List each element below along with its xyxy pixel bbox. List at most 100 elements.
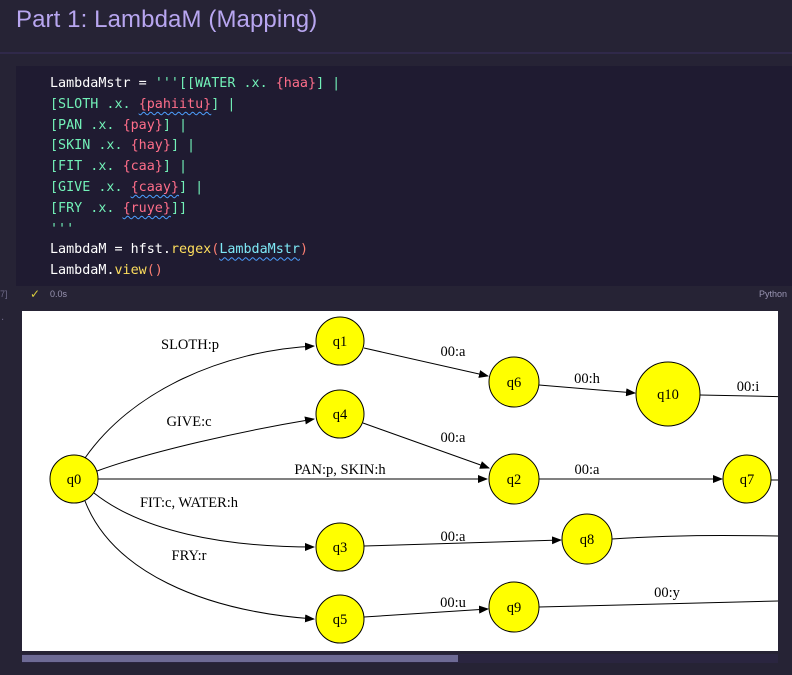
state-circle (561, 513, 613, 565)
code-cell[interactable]: LambdaMstr = '''[[WATER .x. {haa}] |[SLO… (16, 66, 792, 286)
transition-q4-q2 (362, 422, 490, 469)
code-token: = (106, 242, 131, 258)
section-heading: Part 1: LambdaM (Mapping) (16, 6, 318, 33)
state-q8: q8 (561, 513, 613, 565)
state-circle (315, 316, 365, 366)
transition-q0-q5 (84, 500, 315, 623)
code-line: ''' (50, 220, 340, 241)
transition-label: FRY:r (172, 548, 207, 564)
state-q6: q6 (488, 356, 540, 408)
state-q4: q4 (315, 389, 365, 439)
code-token: ] | (316, 76, 341, 91)
state-q5: q5 (315, 594, 365, 644)
code-line: [SKIN .x. {hay}] | (50, 136, 340, 157)
code-token: {haa} (275, 76, 317, 91)
code-line: LambdaM = hfst.regex(LambdaMstr) (50, 240, 340, 261)
state-circle (635, 361, 701, 427)
state-circle (315, 594, 365, 644)
output-marker: . (1, 312, 5, 323)
code-line: [GIVE .x. {caay}] | (50, 178, 340, 199)
state-circle (488, 581, 540, 633)
code-token: . (106, 263, 115, 279)
transition-label: 00:a (441, 529, 467, 545)
transition-q9-offscreen (538, 600, 778, 608)
transition-q6-q10 (538, 384, 636, 397)
state-label: q3 (333, 540, 348, 556)
code-token: {pahiitu} (138, 96, 212, 112)
state-label: q8 (580, 532, 595, 548)
code-token: () (146, 263, 163, 279)
cell-status-bar: 7] ✓ 0.0s Python (0, 286, 792, 304)
state-label: q0 (67, 472, 82, 488)
state-q10: q10 (635, 361, 701, 427)
code-token: ''' (50, 221, 75, 237)
code-line: [FIT .x. {caa}] | (50, 157, 340, 178)
code-token: ( (211, 242, 220, 258)
transition-label: FIT:c, WATER:h (140, 495, 239, 511)
state-q2: q2 (488, 453, 540, 505)
code-token: ] | (170, 138, 196, 154)
code-token: [GIVE .x. (50, 179, 131, 195)
success-check-icon: ✓ (30, 287, 41, 301)
code-token: ) (299, 242, 308, 258)
transition-q5-q9 (363, 605, 489, 618)
state-circle (49, 454, 99, 504)
kernel-language-label[interactable]: Python (758, 289, 787, 299)
code-token: '''[[WATER .x. (154, 76, 276, 91)
state-label: q7 (740, 472, 755, 488)
code-token: {caa} (122, 159, 163, 175)
horizontal-scrollbar-thumb[interactable] (22, 655, 458, 662)
code-line: [SLOTH .x. {pahiitu}] | (50, 95, 340, 116)
state-q1: q1 (315, 316, 365, 366)
code-token: ] | (179, 179, 204, 195)
state-circle (315, 522, 365, 572)
code-token: {hay} (130, 138, 171, 154)
state-q0: q0 (49, 454, 99, 504)
code-token: ]] (170, 200, 188, 216)
code-line: [PAN .x. {pay}] | (50, 116, 340, 137)
transition-label: 00:u (440, 595, 466, 611)
code-token: hfst (130, 242, 163, 258)
code-token: LambdaM (50, 242, 107, 258)
transition-label: 00:a (441, 430, 467, 446)
transition-q8-offscreen (611, 534, 778, 540)
code-token: ] | (211, 96, 236, 112)
horizontal-scrollbar[interactable] (22, 654, 778, 663)
transition-q1-q6 (363, 347, 489, 378)
transition-label: SLOTH:p (161, 337, 219, 353)
state-label: q5 (333, 612, 348, 628)
code-token: {ruye} (122, 200, 171, 216)
transition-q0-q1 (84, 342, 315, 459)
transition-label: 00:i (737, 379, 760, 395)
code-editor[interactable]: LambdaMstr = '''[[WATER .x. {haa}] |[SLO… (50, 74, 340, 282)
state-label: q10 (657, 387, 679, 403)
code-token: [PAN .x. (50, 117, 123, 133)
code-token: LambdaM (50, 263, 107, 279)
code-line: [FRY .x. {ruye}]] (50, 199, 340, 220)
state-circle (488, 356, 540, 408)
transition-q3-q8 (363, 536, 562, 547)
transition-label: 00:a (575, 462, 601, 478)
code-token: regex (170, 242, 212, 258)
state-label: q1 (333, 334, 348, 350)
state-label: q9 (507, 600, 522, 616)
transition-label: 00:y (654, 585, 681, 601)
transition-label: GIVE:c (166, 414, 211, 430)
transition-q0-q4 (96, 416, 315, 472)
state-q9: q9 (488, 581, 540, 633)
state-circle (315, 389, 365, 439)
code-token: [FIT .x. (50, 159, 123, 175)
execution-count: 7] (0, 289, 8, 299)
code-token: [FRY .x. (50, 200, 123, 216)
code-token: {caay} (130, 179, 179, 195)
transition-label: 00:a (441, 344, 467, 360)
execution-duration: 0.0s (50, 289, 68, 299)
code-token: [SLOTH .x. (50, 96, 139, 112)
code-token: LambdaMstr (219, 242, 300, 258)
state-label: q4 (333, 407, 348, 423)
code-token: . (162, 242, 171, 258)
state-q7: q7 (722, 454, 772, 504)
transition-q10-q_partial (699, 394, 778, 398)
